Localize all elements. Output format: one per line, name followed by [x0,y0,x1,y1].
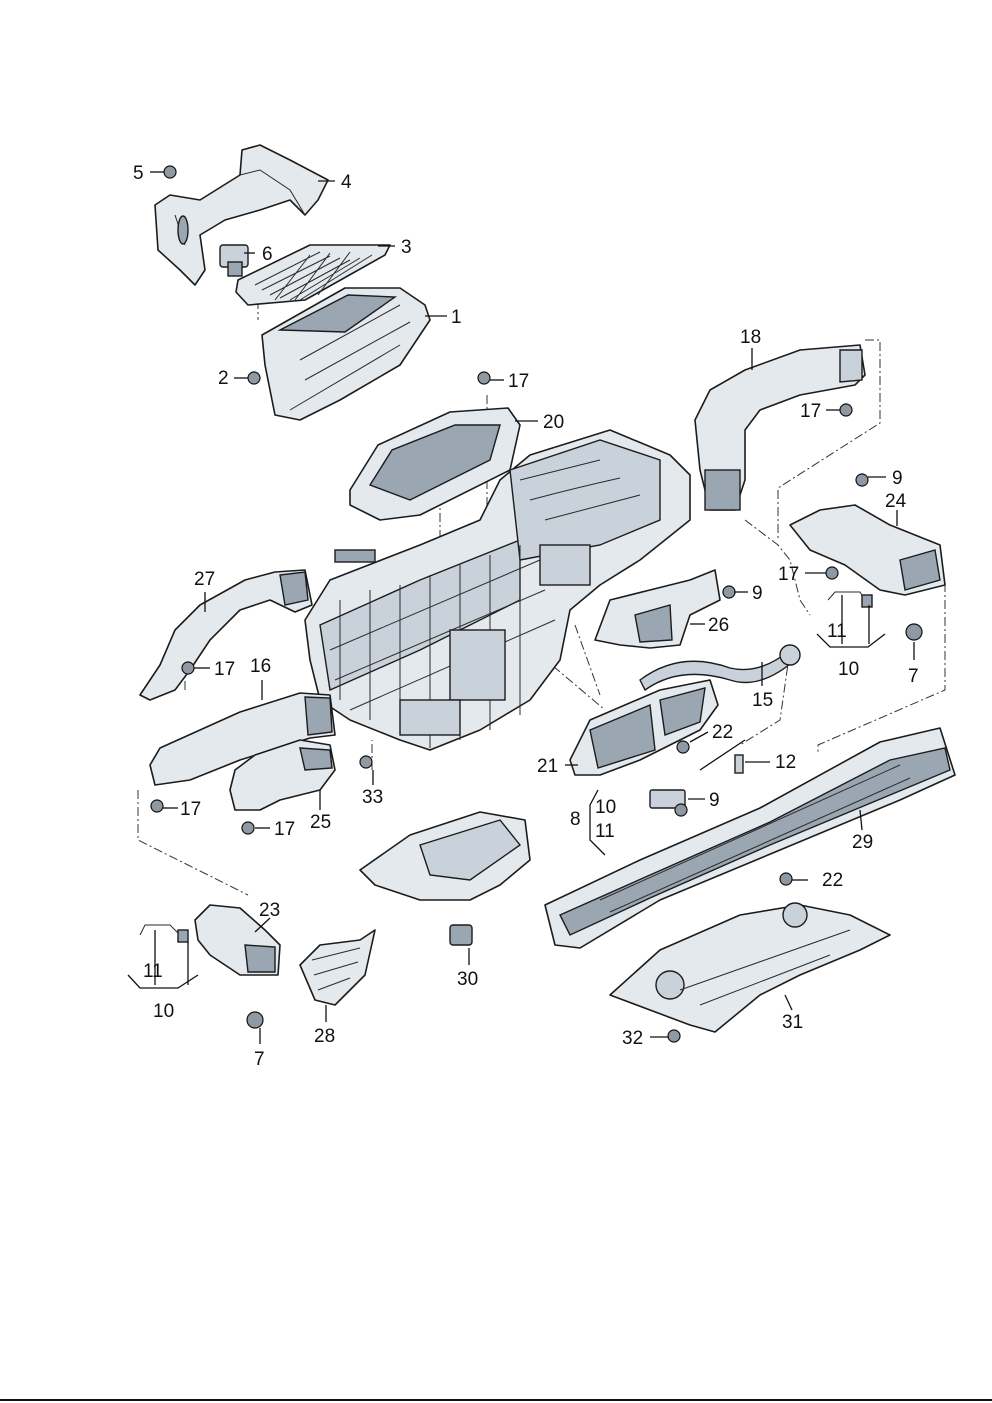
label-26: 26 [708,615,729,636]
label-11-a: 11 [827,621,847,642]
part-12-pin [699,739,746,774]
label-17-d: 17 [214,659,235,680]
label-10-a: 10 [838,659,859,680]
label-21: 21 [537,756,558,777]
main-hvac-unit [304,429,691,751]
label-31: 31 [782,1012,803,1033]
label-22-a: 22 [712,722,733,743]
part-6-actuator [219,244,249,277]
page-bottom-rule [0,1399,992,1401]
label-15: 15 [752,690,773,711]
label-9-a: 9 [892,468,903,489]
braces [127,595,886,989]
label-17-f: 17 [274,819,295,840]
part-21-vent [569,679,719,776]
label-8: 8 [570,809,581,830]
label-30: 30 [457,969,478,990]
part-31-plate [609,902,891,1033]
label-25: 25 [310,812,331,833]
part-28-vent [299,929,376,1006]
label-6: 6 [262,244,273,265]
part-16-duct [149,692,336,786]
part-27-duct [139,569,313,701]
label-10-b: 10 [595,797,616,818]
label-5: 5 [133,163,144,184]
label-17-a: 17 [508,371,529,392]
label-24: 24 [885,491,907,512]
part-labels: 5 4 3 6 1 2 17 20 18 17 9 24 17 11 10 7 … [133,163,919,1070]
part-26-duct [594,569,721,649]
label-2: 2 [218,368,229,389]
leader-lines [150,171,915,1044]
part-20-duct [349,407,521,521]
label-7-a: 7 [908,666,919,687]
part-4-cover [154,144,329,286]
label-9-c: 9 [709,790,720,811]
label-32: 32 [622,1028,643,1049]
part-24-outlet [789,504,946,596]
label-11-c: 11 [143,961,163,982]
label-17-b: 17 [800,401,821,422]
label-22-b: 22 [822,870,843,891]
label-1: 1 [451,307,462,328]
label-29: 29 [852,832,873,853]
part-18-duct [694,344,866,511]
label-27: 27 [194,569,215,590]
label-20: 20 [543,412,564,433]
part-1-housing [261,287,431,421]
label-33: 33 [362,787,383,808]
part-15-hose [639,644,801,692]
part-3-filter [235,244,391,306]
fasteners [150,165,923,1043]
label-23: 23 [259,900,280,921]
label-28: 28 [314,1026,335,1047]
label-3: 3 [401,237,412,258]
label-4: 4 [341,172,352,193]
part-29-dash-vent [544,727,956,949]
label-17-e: 17 [180,799,201,820]
label-11-b: 11 [595,821,615,842]
label-16: 16 [250,656,271,677]
label-18: 18 [740,327,761,348]
part-23-outlet [194,904,281,976]
label-7-b: 7 [254,1049,265,1070]
label-10-c: 10 [153,1001,174,1022]
part-30-lower-cover [359,811,531,946]
label-17-c: 17 [778,564,799,585]
label-12: 12 [775,752,796,773]
part-11-wire-left [139,591,873,943]
part-8-servo [649,789,686,809]
label-9-b: 9 [752,583,763,604]
